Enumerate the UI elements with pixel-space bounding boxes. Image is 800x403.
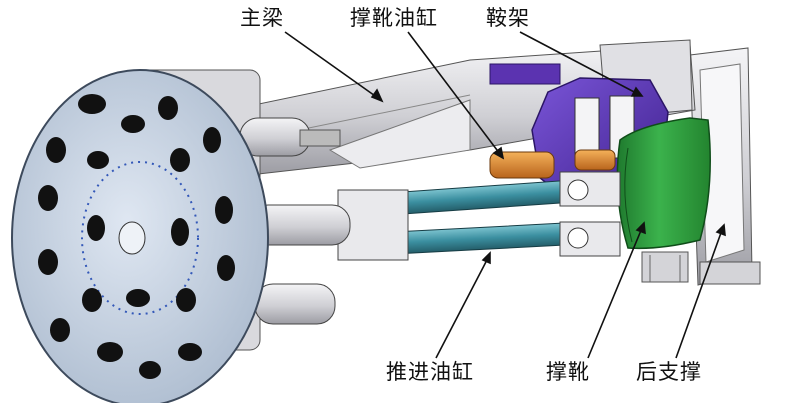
label-gripper: 撑靴 xyxy=(546,360,590,384)
cutterhead xyxy=(11,69,269,403)
gripper xyxy=(616,117,711,250)
label-gripper-cylinder: 撑靴油缸 xyxy=(350,6,438,30)
leader-lines xyxy=(284,31,726,359)
label-rear-support: 后支撑 xyxy=(636,360,702,384)
label-saddle: 鞍架 xyxy=(486,6,530,30)
gripper-cylinder xyxy=(489,149,616,179)
label-thrust-cylinder: 推进油缸 xyxy=(386,360,474,384)
label-main-beam: 主梁 xyxy=(240,6,284,30)
thrust-cylinders xyxy=(337,171,621,261)
cutter-openings xyxy=(38,94,235,379)
